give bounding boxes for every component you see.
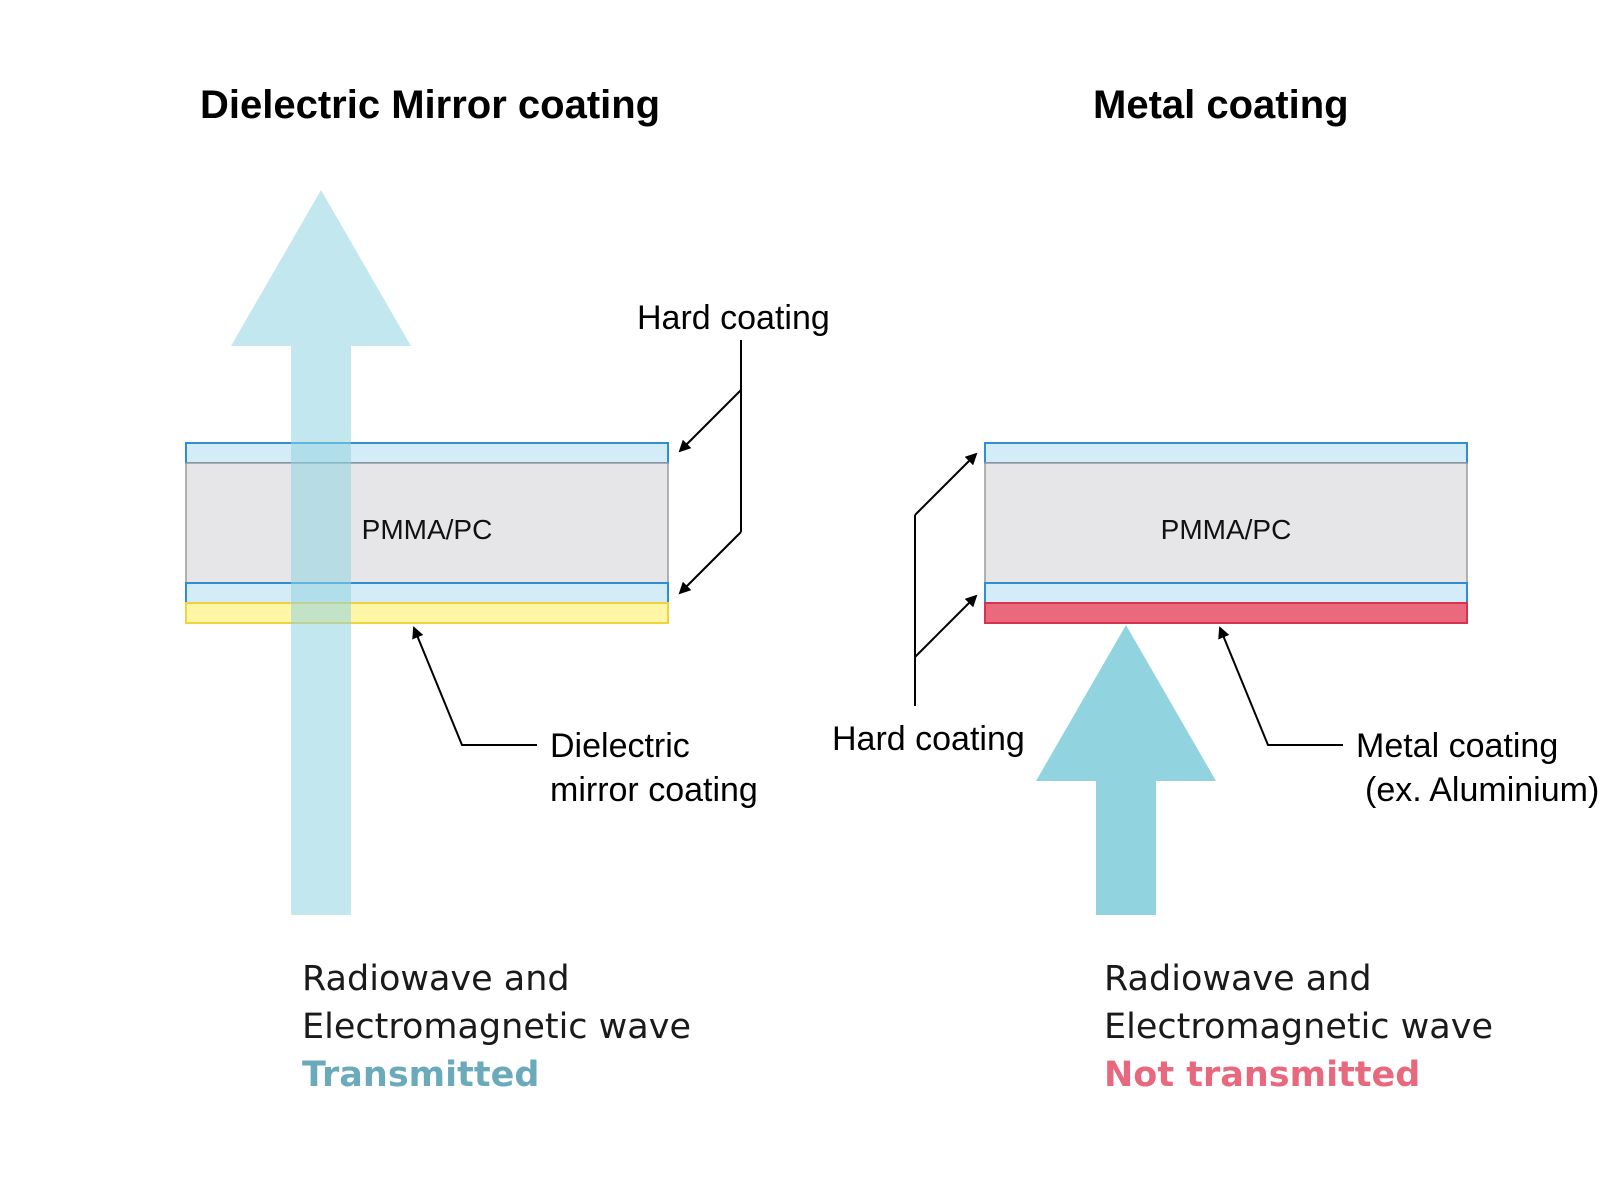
left-hard-coating-label: Hard coating bbox=[637, 299, 830, 337]
metal-coating-label-line1: Metal coating bbox=[1356, 727, 1558, 765]
right-caption-line1: Radiowave and bbox=[1104, 959, 1372, 999]
dielectric-coating-leader bbox=[412, 626, 537, 746]
right-status-not-transmitted: Not transmitted bbox=[1104, 1055, 1420, 1095]
transmitted-wave-arrow bbox=[231, 190, 411, 915]
left-substrate-layer bbox=[185, 462, 669, 584]
right-panel: Metal coating PMMA/PC Hard coating Metal… bbox=[832, 83, 1599, 1095]
left-panel: Dielectric Mirror coating PMMA/PC Hard c… bbox=[185, 83, 830, 1095]
right-hard-coating-label: Hard coating bbox=[832, 720, 1025, 758]
left-dielectric-mirror-coating-layer bbox=[185, 602, 669, 624]
left-panel-title: Dielectric Mirror coating bbox=[200, 83, 660, 127]
left-layer-stack: PMMA/PC bbox=[185, 442, 669, 624]
left-caption-line2: Electromagnetic wave bbox=[302, 1007, 691, 1047]
metal-coating-leader bbox=[1218, 626, 1343, 746]
left-caption-line1: Radiowave and bbox=[302, 959, 570, 999]
right-substrate-label: PMMA/PC bbox=[1161, 514, 1292, 545]
right-layer-stack: PMMA/PC bbox=[984, 442, 1468, 624]
right-panel-title: Metal coating bbox=[1093, 83, 1349, 127]
right-substrate-layer bbox=[984, 462, 1468, 584]
right-metal-coating-layer bbox=[984, 602, 1468, 624]
left-hard-coating-leader bbox=[678, 340, 742, 595]
metal-coating-label-line2: (ex. Aluminium) bbox=[1365, 771, 1599, 809]
right-top-hard-coating-layer bbox=[984, 442, 1468, 464]
left-substrate-label: PMMA/PC bbox=[362, 514, 493, 545]
right-caption-line2: Electromagnetic wave bbox=[1104, 1007, 1493, 1047]
dielectric-coating-label-line1: Dielectric bbox=[550, 727, 690, 765]
blocked-wave-arrow bbox=[1036, 625, 1216, 915]
right-bottom-hard-coating-layer bbox=[984, 582, 1468, 604]
right-hard-coating-leader bbox=[914, 452, 978, 706]
left-bottom-hard-coating-layer bbox=[185, 582, 669, 604]
dielectric-coating-label-line2: mirror coating bbox=[550, 771, 758, 809]
left-top-hard-coating-layer bbox=[185, 442, 669, 464]
left-status-transmitted: Transmitted bbox=[302, 1055, 539, 1095]
